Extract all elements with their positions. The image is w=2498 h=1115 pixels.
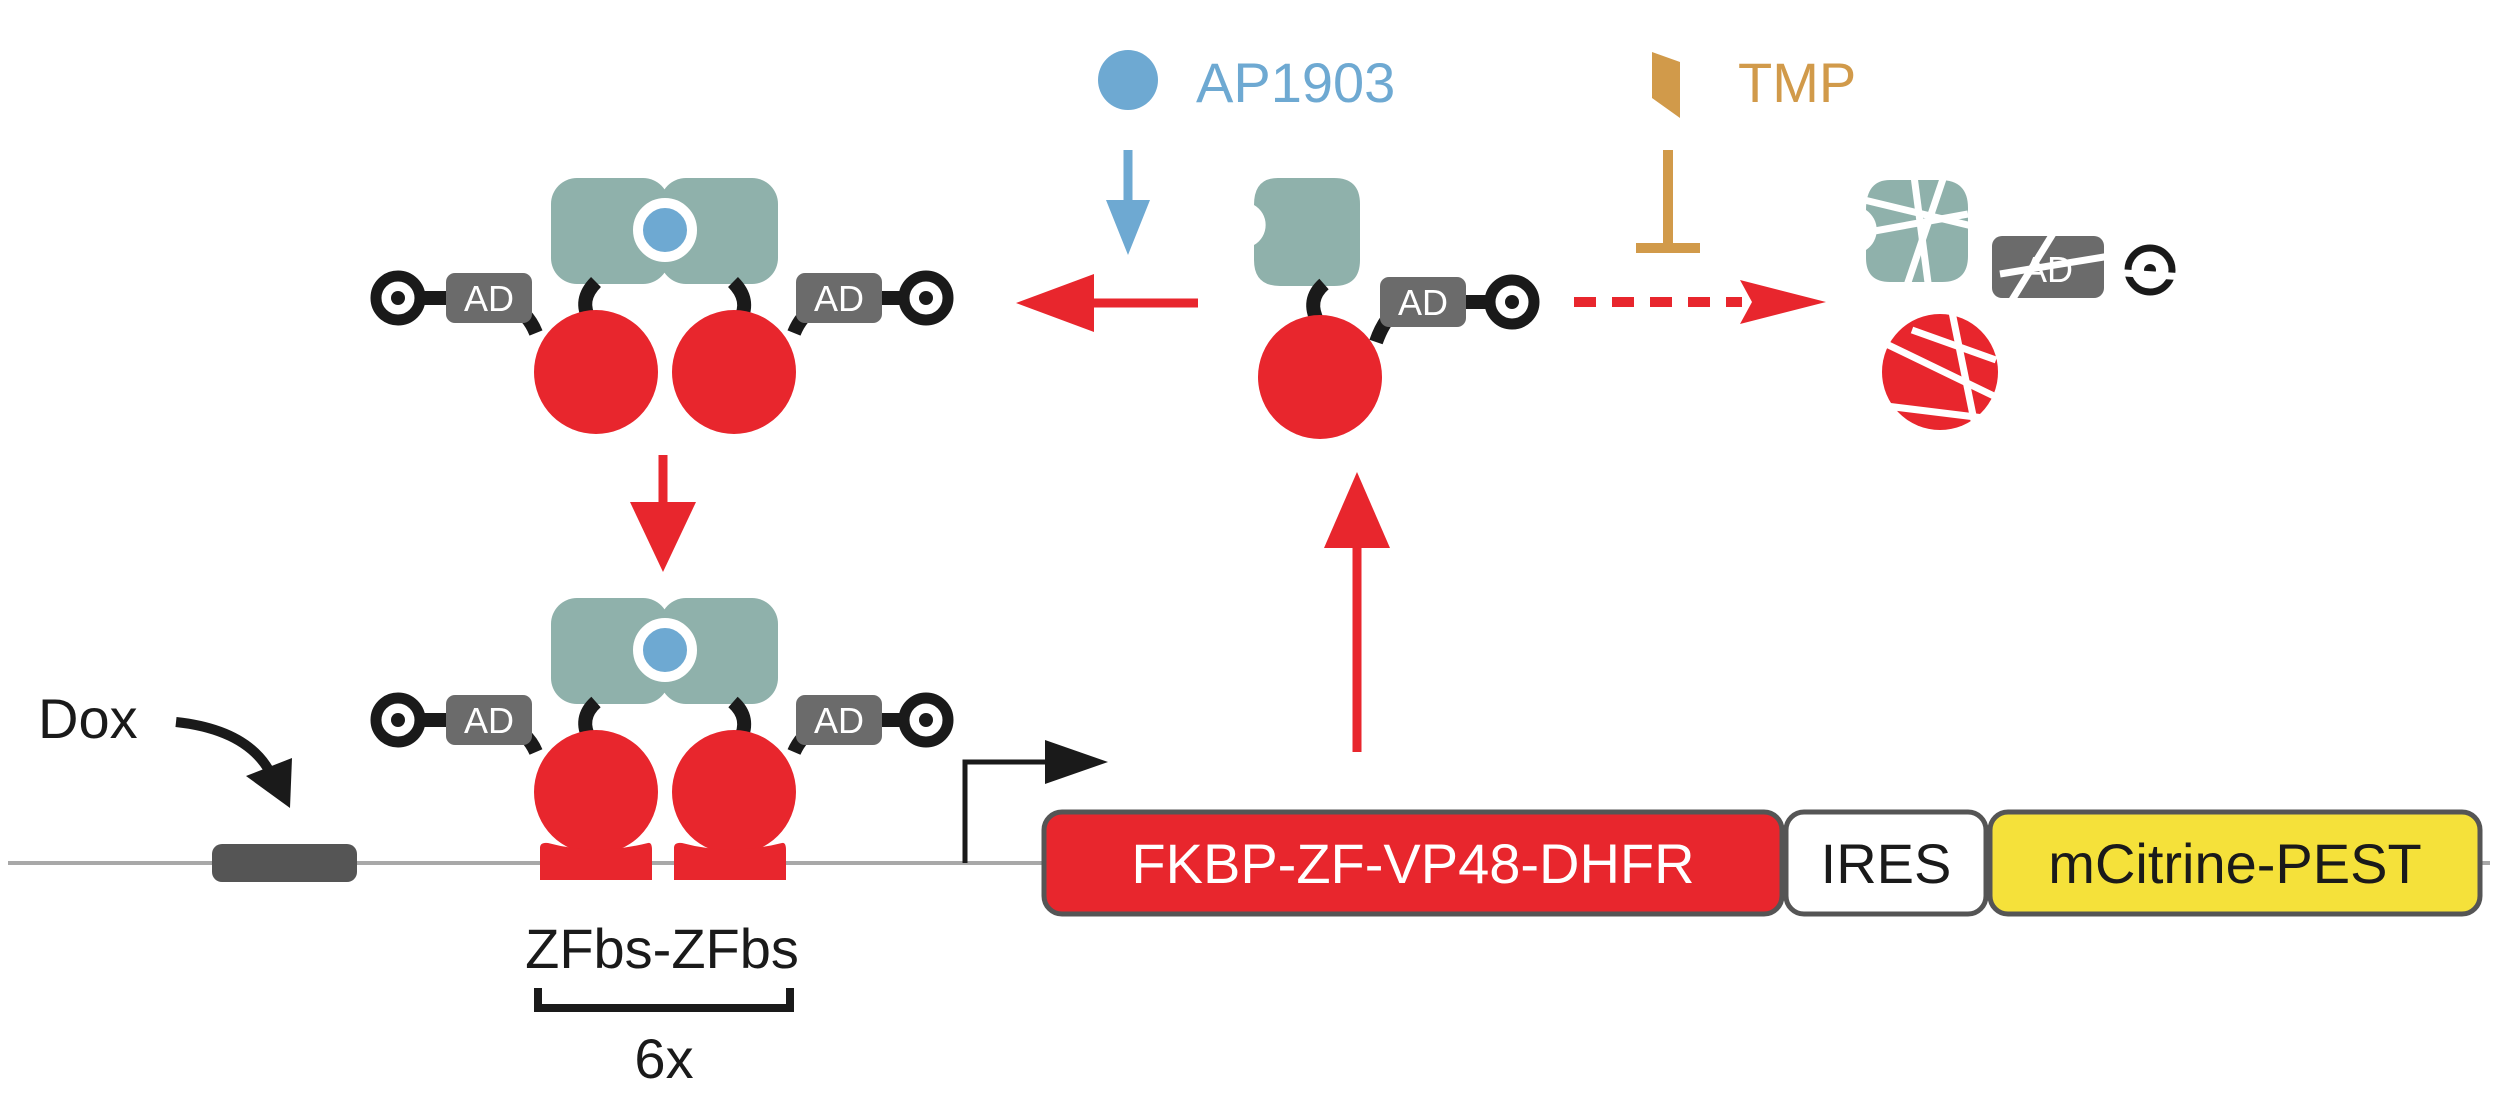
ad-label-right: AD — [814, 700, 864, 741]
gene-fkbp-zf-vp48-dhfr-label: FKBP-ZF-VP48-DHFR — [1131, 832, 1694, 895]
ad-domain-right — [796, 273, 882, 323]
degraded-protein: AD — [1855, 174, 2201, 441]
ad-label-left: AD — [464, 278, 514, 319]
zf-domain-right — [672, 310, 796, 434]
fkbp-domain-monomer — [1254, 178, 1360, 286]
mcitrine-pest-label: mCitrine-PEST — [2048, 832, 2421, 895]
dimer-complex-top: AD AD — [370, 178, 954, 434]
dox-arrowhead — [246, 758, 292, 808]
dox-arrow — [175, 717, 277, 779]
repeat-bracket — [534, 988, 794, 1012]
ad-domain-left — [446, 695, 532, 745]
promoter-arrow — [962, 759, 1060, 863]
zf-domain-left — [534, 730, 658, 854]
fkbp-domain-left — [551, 598, 669, 704]
fkbp-domain-right — [660, 178, 778, 284]
dimer-complex-bound: AD AD — [370, 598, 954, 880]
ad-domain-right — [796, 695, 882, 745]
degradation-fracture-lines — [1855, 174, 2201, 441]
fkbp-domain-left — [551, 178, 669, 284]
ad-domain-monomer — [1380, 277, 1466, 327]
tmp-label: TMP — [1738, 51, 1856, 114]
zf-domain-left — [534, 310, 658, 434]
ad-domain-left — [446, 273, 532, 323]
zf-domain-monomer — [1258, 315, 1382, 439]
ad-label-left: AD — [464, 700, 514, 741]
ad-label-right: AD — [814, 278, 864, 319]
repeat-label: 6x — [634, 1027, 693, 1090]
tmp-icon — [1652, 52, 1680, 118]
zf-domain-right — [672, 730, 796, 854]
zfbs-label: ZFbs-ZFbs — [525, 917, 799, 980]
dox-responsive-element — [212, 844, 357, 882]
fkbp-domain-right — [660, 598, 778, 704]
ires-box — [1783, 809, 1989, 917]
zfbs-site-left — [540, 842, 652, 880]
ap1903-icon — [1098, 50, 1158, 110]
ad-label-monomer: AD — [1398, 282, 1448, 323]
monomer-protein: AD — [1254, 178, 1540, 439]
zfbs-site-right — [674, 842, 786, 880]
mcitrine-pest-box — [1987, 809, 2483, 917]
ap1903-drug-bound — [633, 618, 697, 682]
gene-fkbp-zf-vp48-dhfr-box — [1041, 809, 1785, 917]
ap1903-drug-bound — [633, 198, 697, 262]
ires-label: IRES — [1821, 832, 1952, 895]
ap1903-label: AP1903 — [1196, 51, 1395, 114]
dox-label: Dox — [38, 687, 138, 750]
